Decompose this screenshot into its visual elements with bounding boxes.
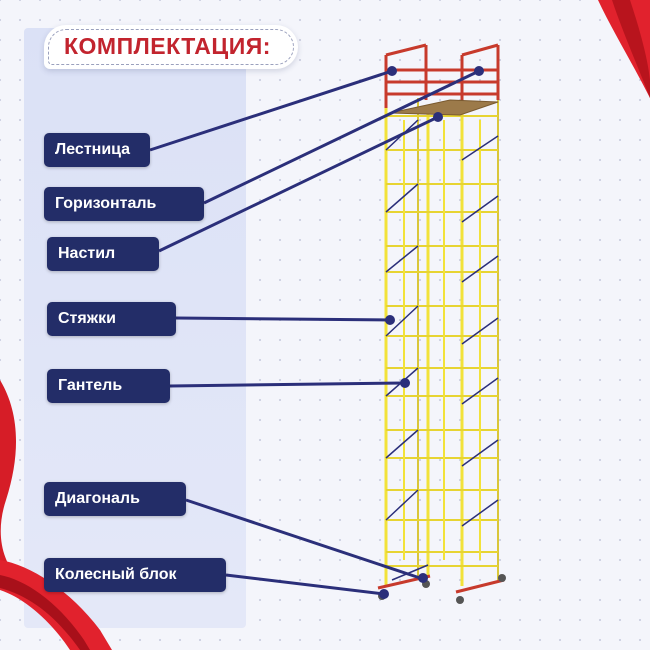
title-badge bbox=[44, 25, 298, 69]
label-diagonal: Диагональ bbox=[44, 482, 186, 516]
front-frame bbox=[384, 100, 464, 586]
label-deck: Настил bbox=[47, 237, 159, 271]
leader-lines bbox=[149, 69, 480, 596]
label-ladder: Лестница bbox=[44, 133, 150, 167]
leader-dots bbox=[379, 66, 484, 599]
dumbbells bbox=[403, 120, 481, 560]
ribbon-bottom-left bbox=[0, 560, 112, 650]
label-horizontal: Горизонталь bbox=[44, 187, 204, 221]
ribbon-left bbox=[0, 380, 20, 590]
diagonal-braces bbox=[385, 119, 499, 581]
top-red-frame bbox=[384, 43, 500, 108]
label-dumbbell: Гантель bbox=[47, 369, 170, 403]
label-ties: Стяжки bbox=[47, 302, 176, 336]
rear-frame bbox=[417, 98, 499, 580]
label-wheel-block: Колесный блок bbox=[44, 558, 226, 592]
frame-rungs bbox=[386, 115, 498, 567]
page-title: КОМПЛЕКТАЦИЯ: bbox=[64, 33, 271, 59]
ribbon-top-right-shade bbox=[612, 0, 650, 98]
ribbon-bottom-left-shade bbox=[0, 575, 90, 650]
